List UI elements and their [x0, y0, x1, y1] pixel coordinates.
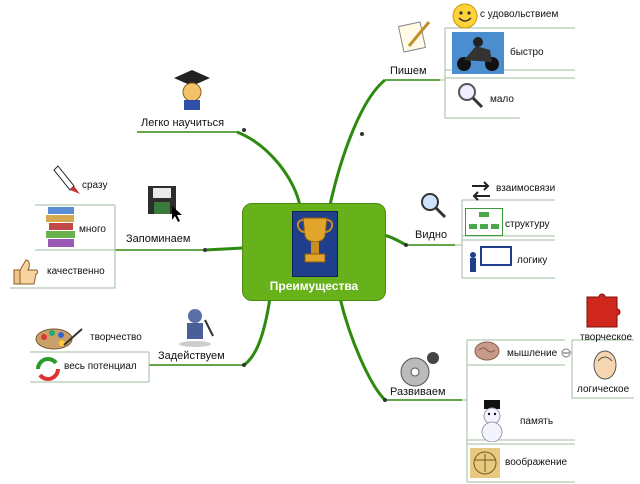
item-imagination[interactable]: воображение	[505, 457, 568, 468]
branch-line-engage	[243, 297, 272, 367]
item-at-once[interactable]: сразу	[82, 180, 108, 191]
thumbs-up-icon	[13, 259, 38, 285]
item-creative[interactable]: творческое	[580, 332, 633, 343]
node-dot-remember	[203, 248, 207, 252]
org-chart-icon	[465, 208, 503, 236]
node-dot-develop	[383, 398, 387, 402]
branch-line-easy	[236, 130, 302, 207]
branch-line-develop	[338, 297, 387, 402]
item-few[interactable]: мало	[490, 94, 514, 105]
branch-label-remember[interactable]: Запоминаем	[126, 233, 191, 245]
books-icon	[46, 207, 75, 247]
node-dot-engage	[242, 363, 246, 367]
item-with-pleasure[interactable]: с удовольствием	[480, 9, 559, 20]
floppy-disk-icon	[148, 186, 182, 222]
connector-remember	[10, 204, 116, 289]
vitruvian-man-icon	[470, 448, 500, 478]
branch-label-easy[interactable]: Легко научиться	[141, 117, 225, 129]
branch-label-engage[interactable]: Задействуем	[158, 350, 225, 362]
snowman-icon	[481, 400, 503, 442]
notepad-pencil-icon	[397, 21, 431, 53]
branch-label-see[interactable]: Видно	[415, 229, 448, 241]
magnifier-icon	[421, 193, 447, 219]
palette-icon	[35, 328, 83, 350]
smiley-icon	[452, 3, 478, 29]
branch-line-see	[383, 233, 407, 247]
item-fast[interactable]: быстро	[510, 47, 544, 58]
item-thinking[interactable]: мышление	[507, 348, 558, 359]
item-relations[interactable]: взаимосвязи	[496, 183, 556, 194]
puzzle-icon	[586, 293, 621, 328]
connector-engage	[30, 351, 150, 383]
head-icon	[593, 350, 617, 380]
trophy-icon	[292, 211, 338, 277]
center-title: Преимущества	[269, 279, 359, 293]
connector-write	[440, 27, 575, 119]
presenter-board-icon	[470, 246, 512, 272]
branch-line-remember	[204, 246, 244, 252]
branch-line-write	[328, 78, 386, 206]
item-structure[interactable]: структуру	[505, 219, 550, 230]
node-dot-easy	[242, 128, 246, 132]
connector-develop	[462, 339, 575, 483]
tool-figure-icon	[179, 309, 214, 347]
center-node[interactable]: Преимущества	[242, 203, 386, 301]
brain-icon	[474, 341, 500, 361]
arrows-icon	[472, 181, 490, 201]
node-dot-see	[404, 243, 408, 247]
node-dot-write	[360, 132, 364, 136]
item-creativity[interactable]: творчество	[90, 332, 142, 343]
item-logic[interactable]: логику	[517, 255, 548, 266]
branch-label-develop[interactable]: Развиваем	[390, 386, 446, 398]
item-potential[interactable]: весь потенциал	[64, 361, 137, 372]
connector-see	[455, 199, 555, 279]
magnifier-icon	[458, 83, 484, 109]
rocket-icon	[53, 165, 80, 194]
graduate-icon	[174, 70, 210, 110]
item-logical[interactable]: логическое	[577, 384, 630, 395]
branch-label-write[interactable]: Пишем	[390, 65, 427, 77]
motorcycle-icon	[452, 32, 504, 74]
recycle-icon	[36, 357, 60, 381]
item-memory[interactable]: память	[520, 416, 554, 427]
item-quality[interactable]: качественно	[47, 266, 105, 277]
disc-icon	[400, 352, 439, 387]
item-many[interactable]: много	[79, 224, 106, 235]
